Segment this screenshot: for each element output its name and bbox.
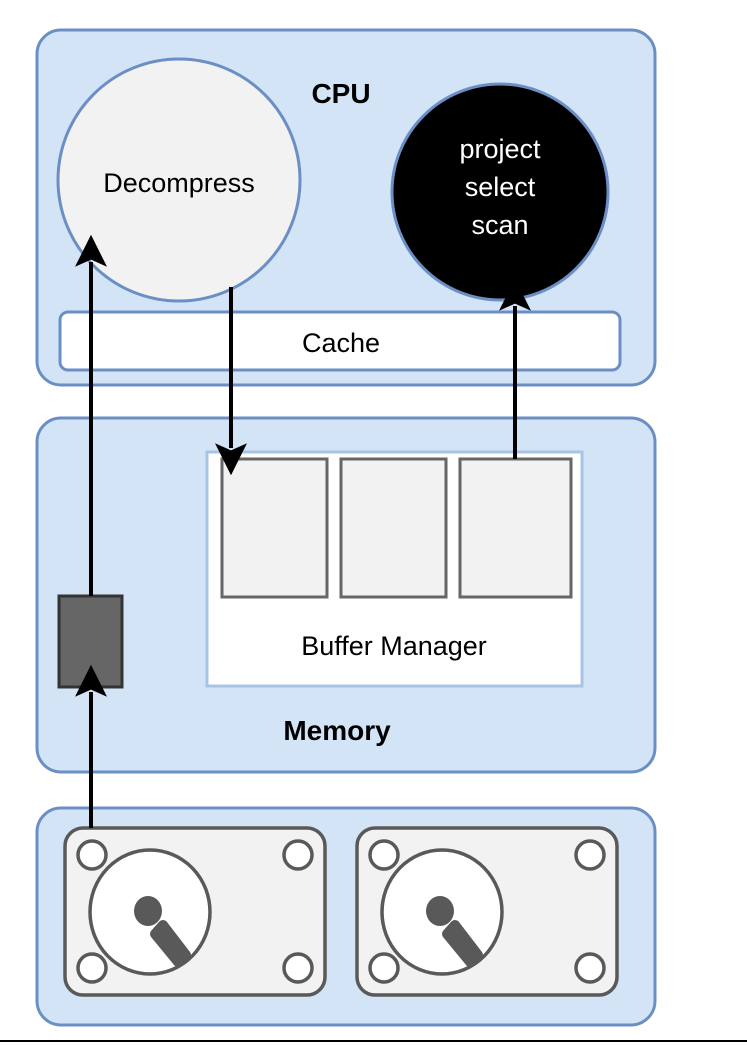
disk-screw-icon [574, 952, 606, 984]
disk-screw-icon [282, 952, 314, 984]
disk-drive-1[interactable] [63, 826, 327, 997]
disk-spindle-icon [426, 896, 454, 926]
disk-screw-icon [282, 839, 314, 871]
operators-node[interactable]: project select scan [390, 82, 610, 302]
decompress-node[interactable]: Decompress [56, 57, 302, 303]
disk-actuator-arm-icon [442, 920, 483, 967]
operators-label-line-3: scan [471, 210, 528, 240]
cpu-label: CPU [311, 78, 370, 109]
memory-label: Memory [283, 715, 391, 746]
cache-node[interactable]: Cache [58, 310, 622, 372]
disk-screw-icon [574, 839, 606, 871]
operators-label-line-1: project [459, 134, 541, 164]
buffer-page-2[interactable] [339, 457, 448, 599]
operators-label-line-2: select [465, 172, 536, 202]
decompress-circle [56, 57, 302, 303]
disk-spindle-icon [134, 896, 162, 926]
buffer-page-1[interactable] [220, 457, 329, 599]
decompress-label: Decompress [103, 168, 255, 198]
disk-screw-icon [368, 952, 400, 984]
buffer-manager-node[interactable]: Buffer Manager [205, 450, 584, 688]
disk-drive-2[interactable] [355, 826, 619, 997]
disk-screw-icon [76, 952, 108, 984]
compressed-block[interactable] [57, 594, 124, 689]
cache-label: Cache [302, 328, 380, 358]
cache-box [58, 310, 622, 372]
disk-screw-icon [76, 839, 108, 871]
disk-actuator-arm-icon [150, 920, 191, 967]
disk-screw-icon [368, 839, 400, 871]
buffer-manager-label: Buffer Manager [301, 631, 487, 661]
buffer-page-3[interactable] [458, 457, 573, 599]
